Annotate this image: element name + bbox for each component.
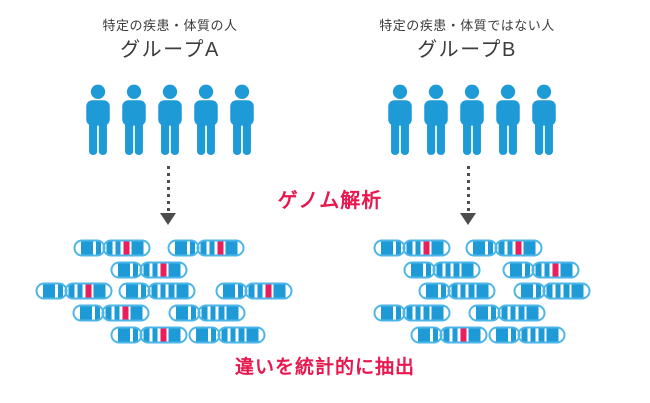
person-silhouette-icon bbox=[424, 84, 448, 155]
chromosome-capsule-icon bbox=[465, 239, 543, 257]
person-silhouette-icon bbox=[496, 84, 520, 155]
chromosome-capsule-icon bbox=[403, 261, 481, 279]
chromosome-capsule-icon bbox=[215, 282, 293, 300]
arrow-dotted-line bbox=[166, 166, 170, 212]
chromosome-capsule-icon bbox=[468, 304, 546, 322]
group-a-caption: 特定の疾患・体質の人 bbox=[102, 18, 238, 33]
chromosome-capsule-icon bbox=[418, 282, 496, 300]
group-b-title: グループB bbox=[417, 38, 517, 61]
genome-analysis-label: ゲノム解析 bbox=[277, 190, 383, 212]
chromosome-capsule-icon bbox=[35, 282, 113, 300]
chromosome-capsule-icon bbox=[118, 282, 196, 300]
chromosome-capsule-icon bbox=[188, 326, 266, 344]
person-silhouette-icon bbox=[122, 84, 146, 155]
person-silhouette-icon bbox=[86, 84, 110, 155]
group-a-people-row bbox=[82, 84, 258, 156]
person-silhouette-icon bbox=[388, 84, 412, 155]
person-silhouette-icon bbox=[230, 84, 254, 155]
group-b-people-row bbox=[384, 84, 560, 156]
person-silhouette-icon bbox=[460, 84, 484, 155]
chromosome-capsule-icon bbox=[410, 326, 488, 344]
group-a-title: グループA bbox=[120, 38, 220, 61]
chromosome-capsule-icon bbox=[110, 261, 188, 279]
chromosome-capsule-icon bbox=[73, 239, 151, 257]
person-silhouette-icon bbox=[194, 84, 218, 155]
group-b-caption: 特定の疾患・体質ではない人 bbox=[379, 18, 555, 33]
chromosome-capsule-icon bbox=[513, 282, 591, 300]
statistical-extraction-label: 違いを統計的に抽出 bbox=[234, 357, 415, 378]
chromosome-capsule-icon bbox=[373, 239, 451, 257]
person-silhouette-icon bbox=[532, 84, 556, 155]
dotted-down-arrow-icon bbox=[460, 166, 476, 225]
arrow-head bbox=[460, 213, 476, 225]
chromosome-capsule-icon bbox=[167, 239, 245, 257]
chromosome-capsule-icon bbox=[373, 304, 451, 322]
group-a-header: 特定の疾患・体質の人 グループA bbox=[50, 18, 290, 62]
chromosome-capsule-icon bbox=[168, 304, 246, 322]
group-b-header: 特定の疾患・体質ではない人 グループB bbox=[347, 18, 587, 62]
arrow-dotted-line bbox=[466, 166, 470, 212]
person-silhouette-icon bbox=[158, 84, 182, 155]
chromosome-capsule-icon bbox=[488, 326, 566, 344]
chromosome-capsule-icon bbox=[72, 304, 150, 322]
chromosome-capsule-icon bbox=[502, 261, 580, 279]
dotted-down-arrow-icon bbox=[160, 166, 176, 225]
chromosome-capsule-icon bbox=[110, 326, 188, 344]
arrow-head bbox=[160, 213, 176, 225]
